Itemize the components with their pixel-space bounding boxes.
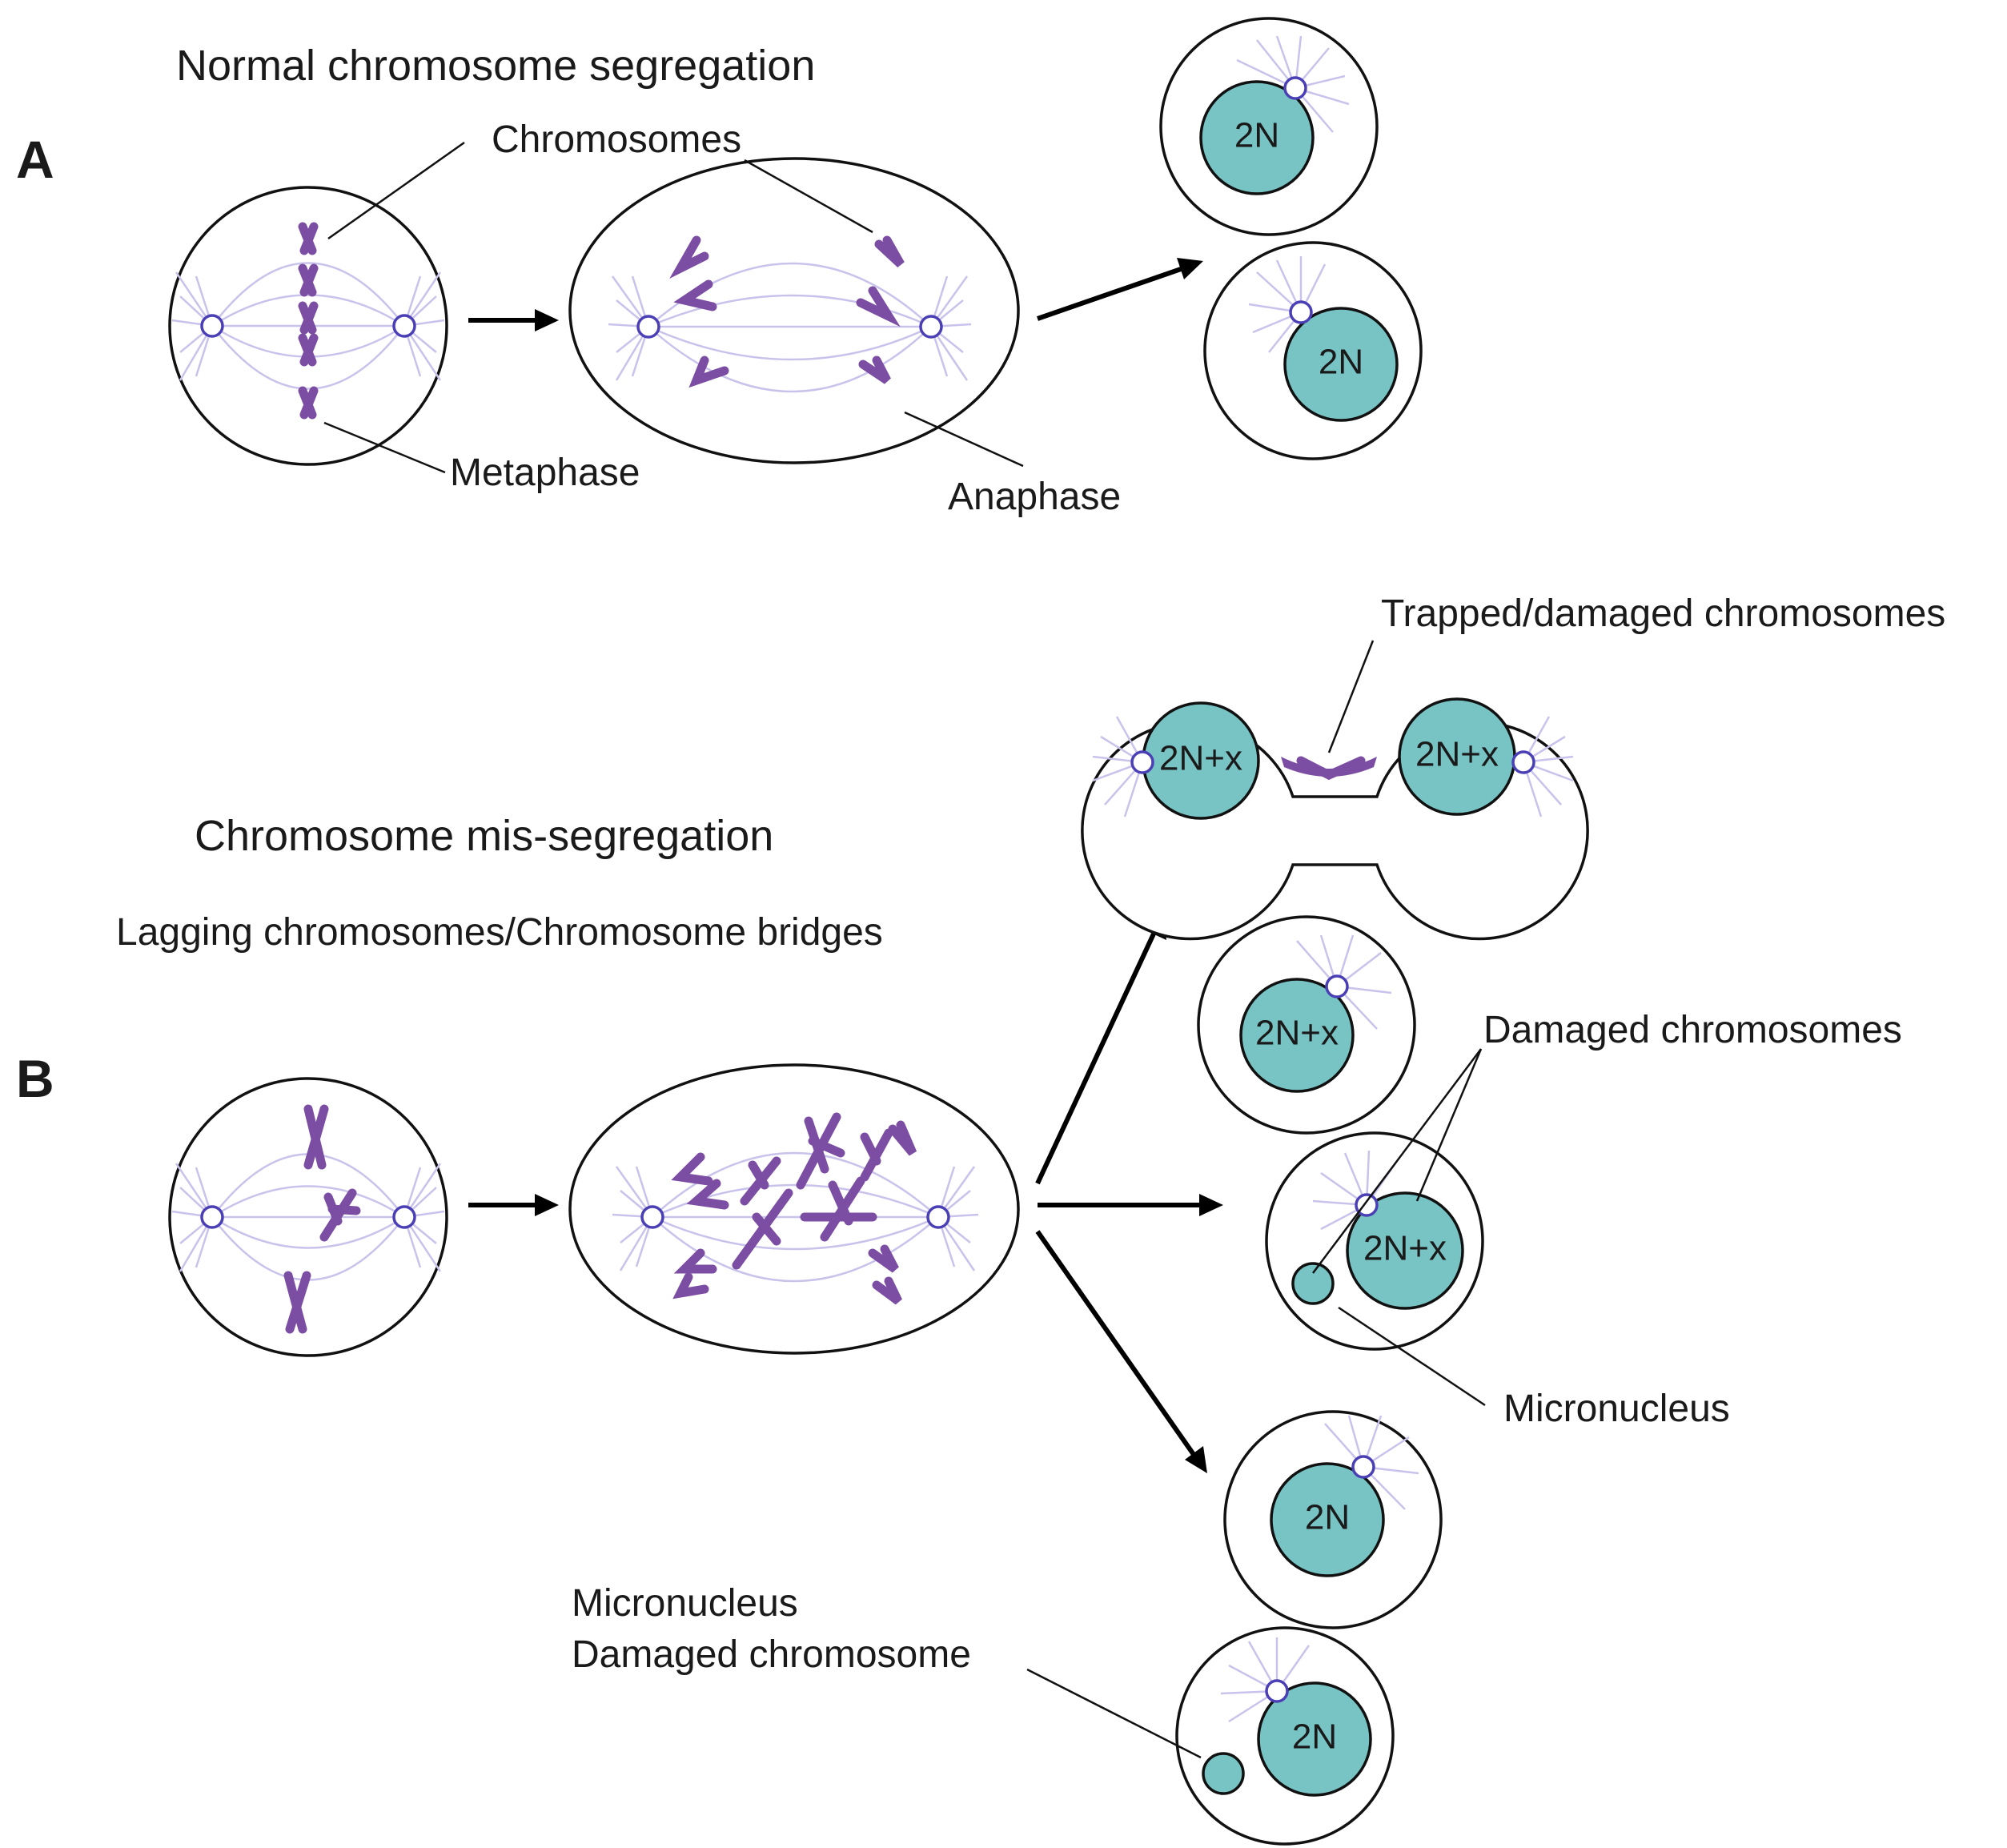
micronucleus [1291, 1262, 1335, 1305]
bridged-daughter-cells: 2N+x 2N+x [1081, 697, 1589, 941]
metaphase-cell-a [168, 186, 448, 466]
daughter-cell-a-top: 2N [1159, 17, 1379, 236]
damaged-chromosome-label: Damaged chromosome [572, 1633, 971, 1676]
lagging-chromosomes [671, 1112, 917, 1305]
centrosome [926, 1205, 950, 1229]
outcome-cell-1: 2N+x [1197, 915, 1416, 1135]
centrosome [1355, 1193, 1379, 1217]
micronucleus-label-2: Micronucleus [572, 1582, 798, 1625]
outcome-cell-3: 2N [1223, 1410, 1443, 1629]
anaphase-cell-a [568, 157, 1020, 464]
anaphase-cell-b [568, 1063, 1020, 1355]
centrosome [1325, 974, 1349, 998]
panel-b-letter: B [16, 1049, 54, 1108]
nucleus [1239, 978, 1355, 1093]
ploidy-label: 2N+x [1363, 1229, 1447, 1268]
misaligned-chromosomes [283, 1104, 361, 1334]
centrosome [392, 1205, 416, 1229]
centrosome [919, 315, 943, 339]
metaphase-cell-b [168, 1077, 448, 1357]
ploidy-label: 2N [1292, 1717, 1337, 1757]
panel-b-title: Chromosome mis-segregation [195, 812, 773, 860]
nucleus [1270, 1462, 1385, 1577]
ploidy-label: 2N+x [1159, 739, 1242, 778]
ploidy-label: 2N+x [1415, 735, 1499, 774]
ploidy-label: 2N [1319, 343, 1363, 382]
ploidy-label: 2N [1305, 1498, 1350, 1537]
metaphase-chromosomes [298, 222, 319, 420]
centrosome [636, 315, 660, 339]
daughter-cell-a-bottom: 2N [1203, 241, 1423, 460]
centrosome [392, 314, 416, 338]
centrosome [640, 1205, 664, 1229]
nucleus [1283, 307, 1399, 422]
nucleus [1199, 80, 1315, 195]
damaged-chromosomes-label: Damaged chromosomes [1483, 1009, 1902, 1051]
micronucleus [1202, 1752, 1245, 1795]
centrosome [1289, 300, 1313, 324]
arrow [1037, 258, 1203, 321]
micronucleus-label: Micronucleus [1503, 1388, 1730, 1430]
chromosomes-label: Chromosomes [492, 119, 741, 161]
arrow [1038, 1194, 1223, 1216]
arrow [468, 309, 559, 331]
centrosome [1351, 1455, 1375, 1479]
arrow [1035, 1230, 1207, 1473]
centrosome [1511, 750, 1535, 774]
centrosome [200, 1205, 224, 1229]
outcome-cell-4: 2N [1175, 1626, 1395, 1846]
arrow [468, 1194, 559, 1216]
panel-a-title: Normal chromosome segregation [176, 42, 815, 90]
ploidy-label: 2N [1234, 116, 1279, 155]
anaphase-chromatids [669, 235, 905, 388]
anaphase-label: Anaphase [948, 476, 1121, 518]
metaphase-label: Metaphase [450, 452, 640, 494]
panel-b-subtitle: Lagging chromosomes/Chromosome bridges [116, 911, 883, 954]
outcome-cell-2: 2N+x [1265, 1131, 1484, 1351]
centrosome [200, 314, 224, 338]
ploidy-label: 2N+x [1255, 1014, 1339, 1053]
trapped-chromosome [1281, 757, 1377, 777]
arrow [1035, 911, 1166, 1185]
nucleus [1257, 1681, 1372, 1797]
centrosome [1265, 1679, 1289, 1703]
centrosome [1130, 750, 1154, 774]
nucleus [1346, 1191, 1464, 1310]
trapped-chromosomes-label: Trapped/damaged chromosomes [1381, 593, 1945, 635]
centrosome [1283, 76, 1307, 100]
panel-a-letter: A [16, 130, 54, 189]
